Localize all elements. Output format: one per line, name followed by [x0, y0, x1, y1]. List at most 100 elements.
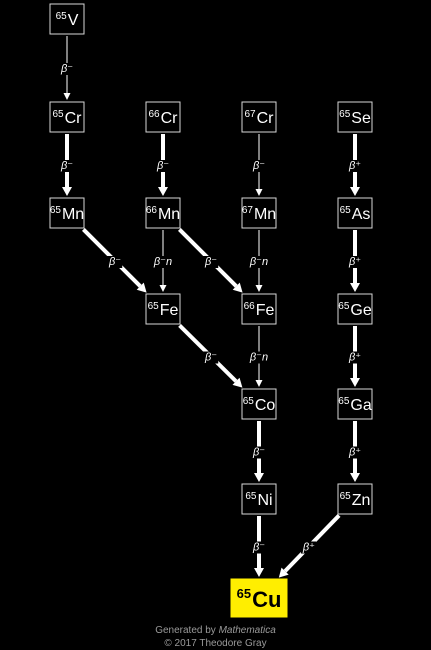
- nuclide-ga65: 65Ga: [337, 388, 373, 420]
- mass-number: 65: [52, 109, 64, 120]
- decay-ga65-to-zn65: β⁺: [346, 421, 363, 482]
- decay-mode-label: β⁺: [302, 542, 315, 554]
- decay-mn65-to-fe65: β⁻: [82, 228, 147, 293]
- decay-se65-to-as65: β⁺: [346, 134, 363, 196]
- element-symbol: Cr: [257, 110, 275, 127]
- nuclide-label: 66Cr: [148, 109, 178, 127]
- nuclide-label: 65As: [340, 205, 371, 223]
- nuclide-label: 67Mn: [242, 205, 276, 223]
- decay-label-bg: [58, 160, 75, 172]
- element-symbol: Ni: [258, 492, 273, 509]
- element-symbol: Zn: [352, 492, 371, 509]
- mass-number: 65: [338, 396, 350, 407]
- decay-mn67-to-fe66: β⁻n: [247, 230, 270, 292]
- mass-number: 65: [56, 11, 68, 22]
- nuclide-cr67: 67Cr: [241, 101, 277, 133]
- decay-ge65-to-ga65: β⁺: [346, 326, 363, 387]
- mass-number: 65: [148, 301, 160, 312]
- decay-mn66-to-fe66: β⁻: [178, 228, 243, 293]
- nuclide-v65: 65V: [49, 3, 85, 35]
- nuclide-cr65: 65Cr: [49, 101, 85, 133]
- decay-mode-label: β⁻: [252, 542, 265, 554]
- nuclide-label: 66Mn: [146, 205, 180, 223]
- nuclide-label: 65Cu: [237, 586, 282, 612]
- element-symbol: Fe: [160, 302, 179, 319]
- arrowhead: [350, 473, 360, 482]
- element-symbol: Cr: [161, 110, 179, 127]
- decay-label-bg: [346, 351, 363, 364]
- nuclide-mn65: 65Mn: [49, 197, 85, 229]
- nuclide-cr66: 66Cr: [145, 101, 181, 133]
- arrowhead: [159, 285, 167, 292]
- nuclide-box: [337, 101, 373, 133]
- element-symbol: Se: [351, 110, 371, 127]
- arrowhead: [232, 377, 243, 388]
- decay-label-bg: [247, 351, 270, 364]
- decay-mode-label: β⁻: [204, 256, 217, 268]
- nuclide-box: [49, 101, 85, 133]
- nuclide-label: 65V: [56, 11, 79, 29]
- decay-mode-label: β⁻n: [249, 256, 268, 268]
- nuclide-box: [337, 197, 373, 229]
- mass-number: 65: [245, 491, 257, 502]
- arrowhead: [350, 378, 360, 387]
- arrowhead: [136, 282, 147, 293]
- mass-number: 65: [338, 301, 350, 312]
- nuclide-fe65: 65Fe: [145, 293, 181, 325]
- element-symbol: Fe: [256, 302, 275, 319]
- decay-mode-label: β⁻: [60, 63, 73, 75]
- element-symbol: Cr: [65, 110, 83, 127]
- decay-co65-to-ni65: β⁻: [250, 421, 267, 482]
- decay-label-bg: [346, 446, 363, 459]
- mass-number: 66: [148, 109, 160, 120]
- arrowhead: [158, 187, 168, 196]
- arrowhead: [62, 187, 72, 196]
- nuclide-label: 65Fe: [148, 301, 179, 319]
- nuclide-box: [145, 293, 181, 325]
- arrowhead: [232, 282, 243, 293]
- arrowhead: [255, 380, 263, 387]
- nuclide-label: 65Se: [339, 109, 371, 127]
- nuclide-label: 65Co: [243, 396, 276, 414]
- nuclide-se65: 65Se: [337, 101, 373, 133]
- mass-number: 65: [50, 205, 62, 216]
- mass-number: 66: [146, 205, 158, 216]
- nuclide-label: 65Cr: [52, 109, 82, 127]
- arrowhead: [350, 187, 360, 196]
- decay-as65-to-ge65: β⁺: [346, 230, 363, 292]
- nuclide-label: 66Fe: [244, 301, 275, 319]
- mass-number: 65: [340, 491, 352, 502]
- arrowhead: [255, 189, 263, 196]
- decay-label-bg: [250, 160, 267, 172]
- arrowhead: [254, 473, 264, 482]
- credit-generated: Generated by Mathematica: [0, 625, 431, 636]
- nuclide-box: [230, 578, 288, 618]
- nuclide-cu65: 65Cu: [230, 578, 288, 618]
- nuclide-zn65: 65Zn: [337, 483, 373, 515]
- decay-mode-label: β⁻: [252, 160, 265, 172]
- decay-label-bg: [346, 160, 363, 172]
- mass-number: 65: [340, 205, 352, 216]
- nuclide-box: [337, 293, 373, 325]
- arrowhead: [255, 285, 263, 292]
- decay-mode-label: β⁺: [348, 160, 361, 172]
- nuclide-box: [241, 197, 277, 229]
- decay-mode-label: β⁻: [204, 352, 217, 364]
- credit-copyright: © 2017 Theodore Gray: [164, 638, 267, 649]
- nuclide-fe66: 66Fe: [241, 293, 277, 325]
- mass-number: 66: [244, 301, 256, 312]
- decay-mode-label: β⁻n: [249, 352, 268, 364]
- nuclide-box: [145, 101, 181, 133]
- arrowhead: [278, 567, 289, 578]
- decay-fe66-to-co65: β⁻n: [247, 326, 270, 387]
- decay-zn65-to-cu65: β⁺: [278, 514, 341, 578]
- decay-label-bg: [202, 351, 219, 364]
- decay-label-bg: [250, 446, 267, 459]
- nuclide-mn66: 66Mn: [145, 197, 181, 229]
- nuclide-mn67: 67Mn: [241, 197, 277, 229]
- arrowhead: [254, 568, 264, 577]
- nuclide-label: 65Mn: [50, 205, 84, 223]
- decay-fe65-to-co65: β⁻: [178, 323, 243, 388]
